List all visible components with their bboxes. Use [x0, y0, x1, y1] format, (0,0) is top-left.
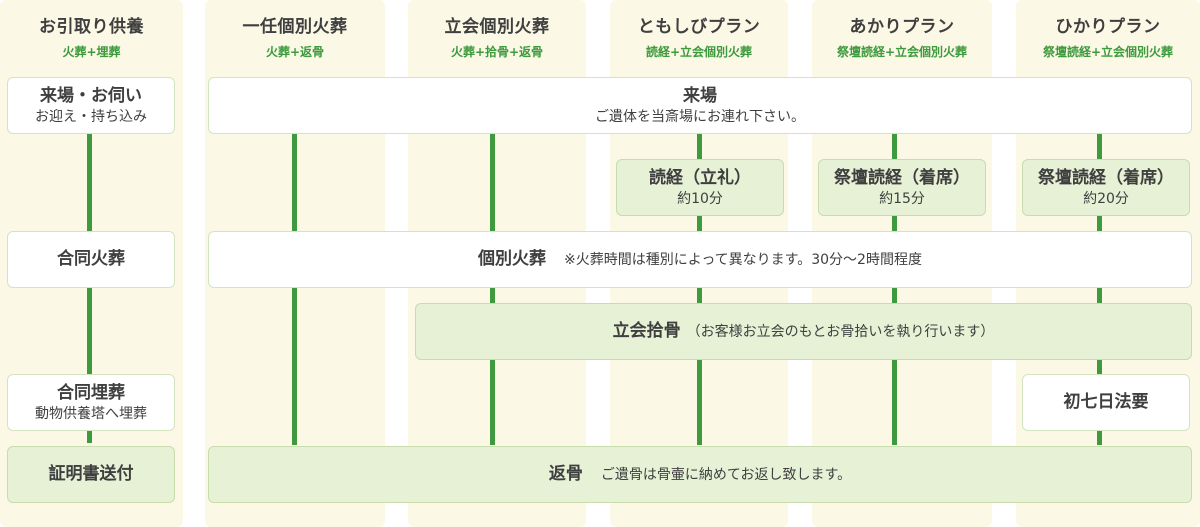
step-return-remains: 返骨 ご遺骨は骨壷に納めてお返し致します。 — [208, 446, 1192, 503]
plan-subtitle: 祭壇読経+立会個別火葬 — [1042, 45, 1174, 59]
plan-subtitle: 火葬+拾骨+返骨 — [450, 45, 544, 59]
plan-title: ともしびプラン — [637, 17, 761, 37]
step-title: 返骨 — [548, 464, 583, 485]
step-title: 読経（立礼） — [649, 167, 751, 188]
step-title: 立会拾骨 — [612, 321, 681, 342]
plan-subtitle: 火葬+埋葬 — [62, 45, 121, 59]
step-sutra-tomoshibi: 読経（立礼） 約10分 — [616, 159, 784, 216]
step-individual-cremation: 個別火葬 ※火葬時間は種別によって異なります。30分〜2時間程度 — [208, 231, 1192, 288]
plan-header-akari: あかりプラン 祭壇読経+立会個別火葬 — [812, 0, 992, 72]
step-title: 祭壇読経（着席） — [834, 167, 970, 188]
plan-header-hikari: ひかりプラン 祭壇読経+立会個別火葬 — [1016, 0, 1200, 72]
flow-line-tachiai — [490, 133, 495, 445]
step-note: ※火葬時間は種別によって異なります。30分〜2時間程度 — [564, 252, 922, 269]
step-title: 来場・お伺い — [40, 85, 142, 106]
plan-title: あかりプラン — [849, 17, 955, 37]
plan-header-ichinin: 一任個別火葬 火葬+返骨 — [205, 0, 385, 72]
step-sutra-akari: 祭壇読経（着席） 約15分 — [818, 159, 986, 216]
step-seventh-day-service: 初七日法要 — [1022, 374, 1190, 431]
step-duration: 約15分 — [879, 190, 925, 207]
plan-header-tachiai: 立会個別火葬 火葬+拾骨+返骨 — [408, 0, 586, 72]
step-note: ご遺骨は骨壷に納めてお返し致します。 — [600, 467, 852, 484]
plan-header-tomoshibi: ともしびプラン 読経+立会個別火葬 — [610, 0, 788, 72]
flow-line-akari — [892, 133, 897, 445]
step-group-burial: 合同埋葬 動物供養塔へ埋葬 — [7, 374, 175, 431]
flow-line-tomoshibi — [697, 133, 702, 445]
step-note: ご遺体を当斎場にお連れ下さい。 — [595, 108, 805, 125]
step-certificate: 証明書送付 — [7, 446, 175, 503]
plan-title: ひかりプラン — [1055, 17, 1161, 37]
step-arrival: 来場 ご遺体を当斎場にお連れ下さい。 — [208, 77, 1192, 134]
plan-title: お引取り供養 — [39, 17, 144, 37]
flow-line-ichinin — [292, 133, 297, 445]
flow-line-pickup — [87, 133, 92, 443]
plan-subtitle: 祭壇読経+立会個別火葬 — [836, 45, 968, 59]
flow-line-hikari — [1097, 133, 1102, 445]
step-title: 合同埋葬 — [57, 382, 125, 403]
step-group-cremation: 合同火葬 — [7, 231, 175, 288]
step-duration: 約10分 — [677, 190, 723, 207]
step-arrival-pickup: 来場・お伺い お迎え・持ち込み — [7, 77, 175, 134]
step-title: 合同火葬 — [57, 249, 125, 270]
step-title: 初七日法要 — [1063, 392, 1149, 413]
step-note: お迎え・持ち込み — [35, 108, 147, 125]
plan-subtitle: 火葬+返骨 — [265, 45, 325, 59]
step-duration: 約20分 — [1083, 190, 1129, 207]
step-sutra-hikari: 祭壇読経（着席） 約20分 — [1022, 159, 1190, 216]
plan-title: 一任個別火葬 — [242, 17, 348, 37]
step-title: 個別火葬 — [478, 249, 547, 270]
plan-header-pickup: お引取り供養 火葬+埋葬 — [0, 0, 183, 72]
plan-title: 立会個別火葬 — [444, 17, 550, 37]
step-note: （お客様お立会のもとお骨拾いを執り行います） — [686, 324, 995, 341]
step-title: 証明書送付 — [48, 464, 134, 485]
step-note: 動物供養塔へ埋葬 — [35, 405, 147, 422]
plan-subtitle: 読経+立会個別火葬 — [645, 45, 753, 59]
step-title: 来場 — [683, 85, 717, 106]
step-bone-collection: 立会拾骨 （お客様お立会のもとお骨拾いを執り行います） — [415, 303, 1192, 360]
step-title: 祭壇読経（着席） — [1038, 167, 1174, 188]
